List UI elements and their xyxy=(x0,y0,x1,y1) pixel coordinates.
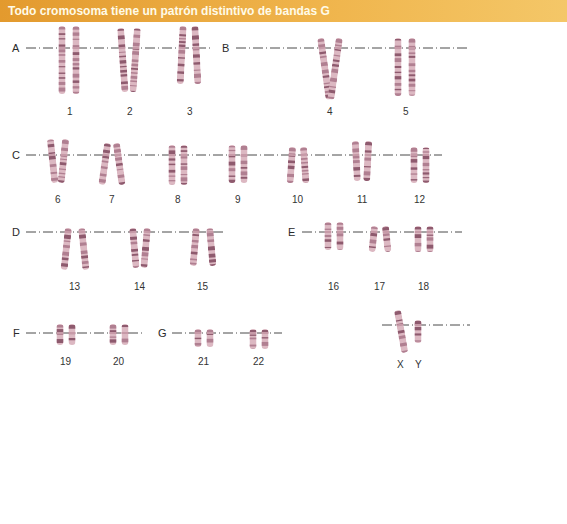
chromosome xyxy=(57,324,64,345)
chromosome-number: 11 xyxy=(356,194,368,206)
chromosome xyxy=(47,139,59,183)
chromosome-number: 13 xyxy=(68,281,81,293)
chromosome xyxy=(229,145,236,183)
chromosome xyxy=(241,145,248,183)
chromosome xyxy=(117,28,128,92)
chromosome xyxy=(129,28,141,95)
chromosome xyxy=(73,26,80,94)
chromosome-number: 14 xyxy=(133,281,146,293)
chromosome-number: 16 xyxy=(327,281,340,293)
group-line xyxy=(26,155,442,156)
chromosome xyxy=(78,228,89,271)
chromosome xyxy=(286,147,296,185)
chromosome xyxy=(181,145,188,185)
chromosome xyxy=(427,226,434,252)
chromosome-number: 9 xyxy=(234,194,242,206)
chromosome xyxy=(250,329,257,352)
group-letter: A xyxy=(11,42,20,54)
chromosome xyxy=(411,147,418,183)
chromosome-number: X xyxy=(396,359,405,371)
group-line xyxy=(26,232,226,233)
chromosome-number: Y xyxy=(414,359,423,371)
chromosome-number: 15 xyxy=(196,281,209,293)
group-line xyxy=(172,333,282,334)
group-letter: G xyxy=(157,327,168,339)
chromosome xyxy=(300,147,310,187)
chromosome-number: 7 xyxy=(108,194,116,206)
group-line xyxy=(236,48,470,49)
chromosome-number: 3 xyxy=(186,106,194,118)
chromosome xyxy=(58,139,70,183)
chromosome xyxy=(423,147,430,183)
group-letter: E xyxy=(287,226,296,238)
chromosome-number: 2 xyxy=(126,106,134,118)
chromosome xyxy=(61,228,72,271)
title-text: Todo cromosoma tiene un patrón distintiv… xyxy=(8,4,330,18)
chromosome-number: 22 xyxy=(252,356,265,368)
chromosome-number: 21 xyxy=(197,356,210,368)
chromosome-number: 18 xyxy=(417,281,430,293)
chromosome xyxy=(327,38,343,100)
chromosome-number: 4 xyxy=(326,106,334,118)
chromosome xyxy=(59,26,66,94)
chromosome-number: 20 xyxy=(112,356,125,368)
group-letter: B xyxy=(221,42,230,54)
chromosome-number: 5 xyxy=(402,106,410,118)
chromosome xyxy=(415,320,422,343)
chromosome xyxy=(409,38,416,96)
chromosome-number: 12 xyxy=(413,194,426,206)
chromosome xyxy=(415,226,422,253)
chromosome-number: 19 xyxy=(59,356,72,368)
chromosome xyxy=(129,228,139,269)
chromosome xyxy=(169,145,176,186)
group-line xyxy=(26,333,142,334)
chromosome xyxy=(394,310,408,354)
chromosome-number: 6 xyxy=(54,194,62,206)
chromosome xyxy=(206,228,216,268)
chromosome-number: 1 xyxy=(66,106,74,118)
group-letter: D xyxy=(11,226,21,238)
chromosome-number: 10 xyxy=(291,194,304,206)
chromosome xyxy=(190,228,200,266)
chromosome xyxy=(363,141,372,182)
group-letter: F xyxy=(12,327,21,339)
chromosome xyxy=(140,228,150,268)
chromosome xyxy=(177,26,187,84)
chromosome xyxy=(122,324,129,345)
chromosome xyxy=(191,26,201,85)
chromosome xyxy=(69,324,76,345)
chromosome xyxy=(207,329,214,347)
chromosome xyxy=(325,222,332,250)
chromosome-number: 8 xyxy=(174,194,182,206)
group-line xyxy=(382,325,470,326)
chromosome xyxy=(98,143,111,186)
chromosome xyxy=(262,329,269,349)
chromosome xyxy=(395,38,402,97)
chromosome xyxy=(352,141,361,181)
chromosome xyxy=(195,329,202,347)
chromosome xyxy=(337,222,344,250)
chromosome xyxy=(110,324,117,345)
group-line xyxy=(26,48,212,49)
chromosome-number: 17 xyxy=(373,281,386,293)
chromosome xyxy=(368,226,378,253)
group-line xyxy=(302,232,462,233)
group-letter: C xyxy=(11,149,21,161)
chromosome xyxy=(382,226,392,253)
chromosome xyxy=(113,143,126,187)
